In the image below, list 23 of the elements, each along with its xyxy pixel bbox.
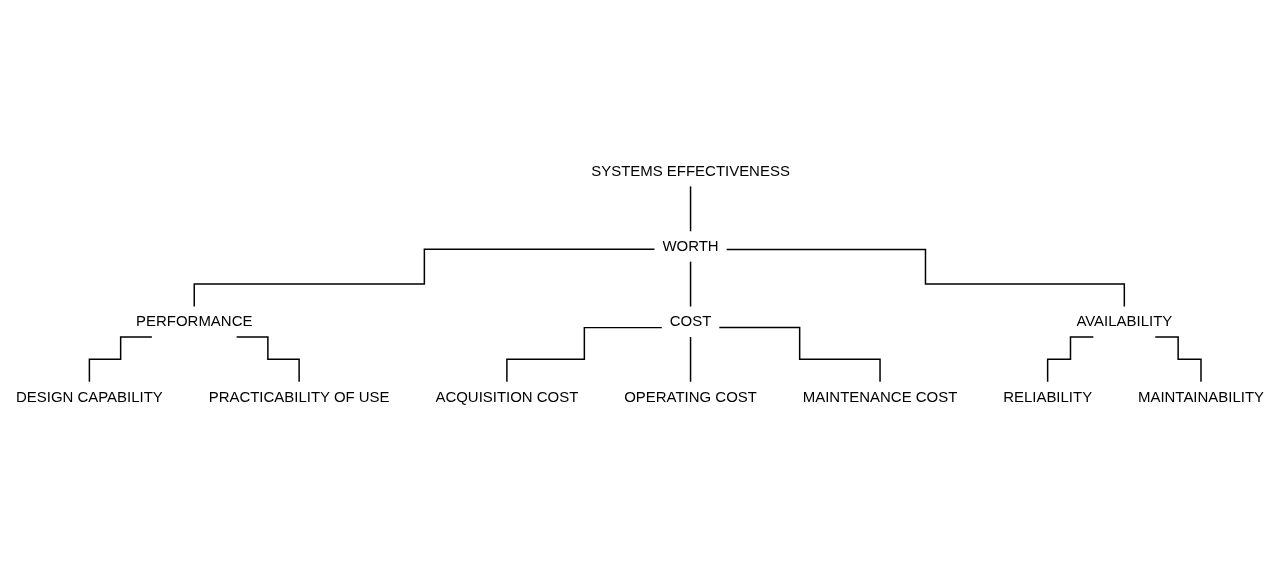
connector (88, 336, 153, 383)
connector (1046, 336, 1095, 383)
connector (689, 261, 692, 308)
node-text: DESIGN CAPABILITY (15, 388, 163, 406)
node-text: RELIABILITY (1003, 388, 1093, 406)
connector (718, 327, 881, 383)
node-text: COST (669, 312, 712, 330)
connector (1154, 336, 1202, 383)
connector (193, 248, 656, 308)
node-text: ACQUISITION COST (435, 388, 579, 406)
node-text: MAINTAINABILITY (1137, 388, 1265, 406)
node-text: MAINTENANCE COST (802, 388, 958, 406)
node-text: AVAILABILITY (1076, 312, 1173, 330)
node-text: WORTH (662, 237, 719, 255)
connector (689, 336, 692, 383)
connector (725, 249, 1126, 308)
node-text: PRACTICABILITY OF USE (208, 388, 390, 406)
connector (689, 186, 692, 233)
node-text: OPERATING COST (624, 388, 757, 406)
node-text: PERFORMANCE (136, 312, 253, 330)
connector (506, 327, 663, 383)
connector (235, 336, 300, 383)
node-text: SYSTEMS EFFECTIVENESS (591, 162, 790, 180)
